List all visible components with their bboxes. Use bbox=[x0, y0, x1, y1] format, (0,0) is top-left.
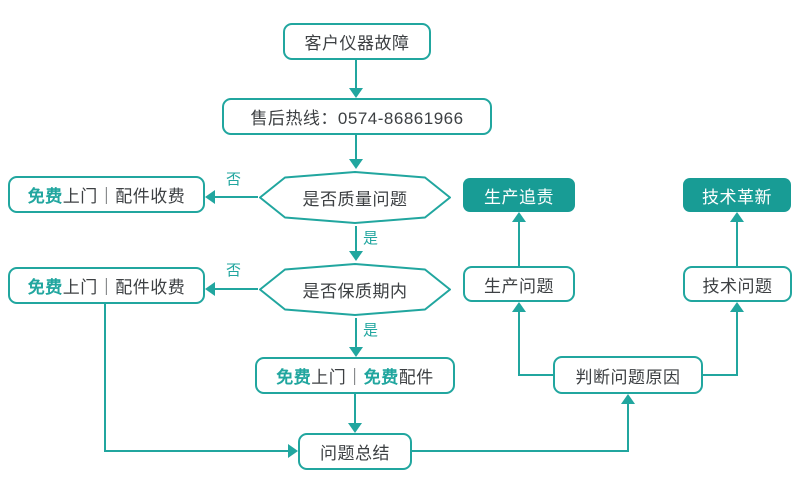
connector-paid2-summary bbox=[104, 450, 290, 452]
flow-node-outcome-paid-2: 免费上门｜配件收费 bbox=[8, 267, 205, 304]
decision-hexagon-shape bbox=[259, 171, 451, 224]
connector-production-trace bbox=[518, 221, 520, 266]
arrow-down-icon bbox=[349, 159, 363, 169]
outcome-paid-2-accent: 免费 bbox=[27, 278, 63, 297]
connector-hotline-quality bbox=[355, 135, 357, 160]
arrow-down-icon bbox=[349, 347, 363, 357]
connector-quality-no bbox=[214, 196, 258, 198]
connector-judge-production bbox=[518, 311, 520, 376]
arrow-down-icon bbox=[348, 423, 362, 433]
outcome-paid-1-accent: 免费 bbox=[27, 187, 63, 206]
flow-node-hotline: 售后热线：0574-86861966 bbox=[222, 98, 492, 135]
connector-judge-left bbox=[519, 374, 553, 376]
connector-judge-technical bbox=[736, 311, 738, 376]
flow-node-outcome-free: 免费上门｜免费配件 bbox=[255, 357, 455, 394]
flow-decision-warranty: 是否保质期内 bbox=[258, 261, 452, 318]
flow-node-summary: 问题总结 bbox=[298, 433, 412, 470]
decision-warranty-label: 是否保质期内 bbox=[302, 282, 408, 301]
outcome-free-rest: 配件 bbox=[398, 368, 434, 387]
flow-node-production-problem: 生产问题 bbox=[463, 266, 575, 302]
flow-node-judge-cause: 判断问题原因 bbox=[553, 356, 703, 394]
decision-quality-label: 是否质量问题 bbox=[302, 190, 408, 209]
connector-warranty-no bbox=[214, 288, 258, 290]
connector-summary-right bbox=[412, 450, 629, 452]
decision-hexagon-shape bbox=[259, 263, 451, 316]
connector-quality-warranty bbox=[355, 226, 357, 252]
arrow-up-icon bbox=[512, 302, 526, 312]
outcome-paid-2-rest: 上门｜配件收费 bbox=[62, 278, 186, 297]
arrow-down-icon bbox=[349, 251, 363, 261]
arrow-left-icon bbox=[205, 282, 215, 296]
outcome-paid-1-rest: 上门｜配件收费 bbox=[62, 187, 186, 206]
arrow-up-icon bbox=[512, 212, 526, 222]
connector-free-summary bbox=[354, 394, 356, 425]
edge-label-no: 否 bbox=[226, 171, 242, 188]
connector-summary-judge bbox=[627, 403, 629, 452]
connector-judge-right bbox=[703, 374, 737, 376]
edge-label-yes: 是 bbox=[363, 322, 379, 339]
flow-node-production-trace: 生产追责 bbox=[463, 178, 575, 212]
outcome-free-accent1: 免费 bbox=[276, 368, 312, 387]
connector-paid2-down bbox=[104, 304, 106, 452]
arrow-left-icon bbox=[205, 190, 215, 204]
edge-label-no: 否 bbox=[226, 262, 242, 279]
outcome-free-accent2: 免费 bbox=[363, 368, 399, 387]
flow-decision-quality: 是否质量问题 bbox=[258, 169, 452, 226]
flow-node-customer-fault: 客户仪器故障 bbox=[283, 23, 431, 60]
arrow-up-icon bbox=[730, 212, 744, 222]
flow-node-tech-innovation: 技术革新 bbox=[683, 178, 791, 212]
arrow-right-icon bbox=[288, 444, 298, 458]
arrow-up-icon bbox=[730, 302, 744, 312]
connector-fault-hotline bbox=[355, 60, 357, 90]
outcome-free-mid: 上门｜ bbox=[311, 368, 364, 387]
connector-warranty-free bbox=[355, 318, 357, 349]
flow-node-outcome-paid-1: 免费上门｜配件收费 bbox=[8, 176, 205, 213]
connector-technical-innovation bbox=[736, 221, 738, 266]
edge-label-yes: 是 bbox=[363, 230, 379, 247]
arrow-up-icon bbox=[621, 394, 635, 404]
arrow-down-icon bbox=[349, 88, 363, 98]
flow-node-technical-problem: 技术问题 bbox=[683, 266, 792, 302]
